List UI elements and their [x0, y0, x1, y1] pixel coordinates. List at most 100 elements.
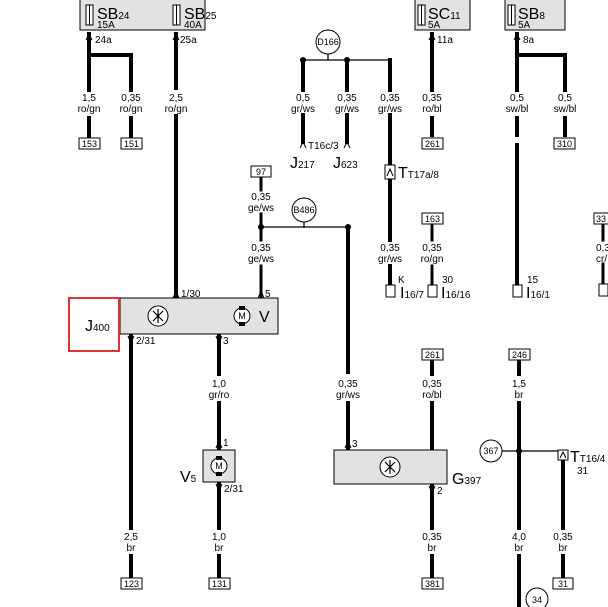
wire-label-color: ge/ws	[248, 203, 274, 214]
fuse-sb8-label: SB8	[518, 6, 545, 23]
pin-30: 30	[442, 275, 454, 286]
connector-t16-4: TT16/4	[570, 449, 606, 466]
pin-5: 5	[265, 289, 271, 300]
terminal-8a: 8a	[523, 35, 535, 46]
wire-label-size: 0,35	[596, 243, 608, 254]
component-j400: J400	[85, 318, 110, 335]
component-j623: J623	[333, 155, 358, 172]
fuse-sb8-amps: 5A	[518, 20, 531, 31]
pin-v5-1: 1	[223, 438, 229, 449]
wire-label-size: 1,0	[212, 379, 226, 390]
pin-15: 15	[527, 275, 539, 286]
ref-246: 246	[512, 350, 527, 360]
fuse-sc11-amps: 5A	[428, 20, 441, 31]
pin-1-30: 1/30	[181, 289, 201, 300]
module-v-label: V	[259, 309, 270, 326]
ref-381: 381	[425, 579, 440, 589]
circle-label-34: 34	[532, 595, 542, 605]
wire-label-size: 4,0	[512, 532, 526, 543]
wire-label-color: br	[559, 543, 569, 554]
wire-label-color: br	[428, 543, 438, 554]
wire-label-color: ge/ws	[248, 254, 274, 265]
connector-i16-16: I16/16	[441, 285, 471, 302]
terminal-24a: 24a	[95, 35, 112, 46]
ref-33: 33	[596, 214, 606, 224]
pin-3: 3	[223, 336, 229, 347]
terminal-11a: 11a	[437, 35, 453, 46]
ref-31: 31	[558, 579, 568, 589]
wire-label-size: 0,35	[121, 93, 141, 104]
sensor-icon	[384, 460, 396, 474]
wire-label-size: 0,35	[380, 243, 400, 254]
wire-label-size: 0,5	[510, 93, 524, 104]
motor-icon: M	[238, 311, 246, 321]
fuse-box-left	[79, 0, 206, 31]
wire-label-color: br	[515, 543, 525, 554]
wire-label-color: gr/ws	[378, 104, 402, 115]
connector-i16-1: I16/1	[526, 285, 550, 302]
wire-label-color: ro/gn	[78, 104, 101, 115]
pin-k: K	[398, 275, 405, 286]
terminal-25a: 25a	[180, 35, 197, 46]
pin-g397-2: 2	[437, 486, 443, 497]
pin-2-31: 2/31	[136, 336, 156, 347]
wire-label-size: 0,35	[337, 93, 357, 104]
wire-label-color: ro/gn	[120, 104, 143, 115]
component-v5: V5	[180, 469, 197, 486]
wire-label-size: 1,0	[212, 532, 226, 543]
wire-label-size: 0,35	[251, 192, 271, 203]
ref-97: 97	[256, 167, 266, 177]
v5-motor-box	[202, 449, 236, 483]
ref-153: 153	[82, 139, 97, 149]
ref-131: 131	[212, 579, 227, 589]
wire-label-size: 0,35	[422, 379, 442, 390]
wire-label-size: 2,5	[124, 532, 138, 543]
wire-label-color: ro/bl	[422, 104, 441, 115]
wire-label-size: 0,5	[558, 93, 572, 104]
fuse-sb24-amps: 15A	[97, 20, 115, 31]
wire-label-color: gr/ro	[209, 390, 230, 401]
wire-label-color: gr/ws	[378, 254, 402, 265]
fan-icon	[152, 309, 164, 323]
ref-123: 123	[124, 579, 139, 589]
wire-label-size: 0,35	[422, 532, 442, 543]
wire-label-size: 1,5	[512, 379, 526, 390]
wire-label-color: ro/bl	[422, 390, 441, 401]
wire-label-size: 1,5	[82, 93, 96, 104]
wire-label-size: 0,35	[553, 532, 573, 543]
reference-boxes: 153 151 261 310 97 163 33 261 246 123 13…	[78, 137, 608, 590]
motor-icon: M	[215, 461, 223, 471]
wire-label-color: ro/gn	[165, 104, 188, 115]
connector-i16-7: I16/7	[400, 285, 424, 302]
j400-highlight-box	[68, 297, 120, 352]
wire-label-size: 0,35	[380, 93, 400, 104]
wire-label-color: sw/bl	[506, 104, 529, 115]
module-v-box	[119, 297, 279, 335]
wire-label-color: br	[515, 390, 525, 401]
component-g397: G397	[452, 471, 482, 488]
wire-label-size: 0,35	[422, 243, 442, 254]
pin-v5-2-31: 2/31	[224, 484, 244, 495]
fuse-sb25-amps: 40A	[184, 20, 202, 31]
wire-label-color: br	[215, 543, 225, 554]
wire-label-size: 2,5	[169, 93, 183, 104]
wire-label-color: gr/ws	[291, 104, 315, 115]
wire-label-size: 0,35	[251, 243, 271, 254]
ref-151: 151	[124, 139, 139, 149]
circle-label-367: 367	[483, 446, 498, 456]
wire-label-color: sw/bl	[554, 104, 577, 115]
wire-label-size: 0,5	[296, 93, 310, 104]
wire-label-color: gr/ws	[336, 390, 360, 401]
wire-label-size: 0,35	[338, 379, 358, 390]
circle-label-d166: D166	[317, 37, 339, 47]
connector-t17a: TT17a/8	[398, 165, 439, 182]
ref-163: 163	[425, 214, 440, 224]
ref-261-lower: 261	[425, 350, 440, 360]
wire-label-color: br	[127, 543, 137, 554]
wire-label-color: ro/gn	[421, 254, 444, 265]
ref-261: 261	[425, 139, 440, 149]
fuse-sb25-label: SB25	[184, 6, 217, 23]
fuse-sc11-label: SC11	[428, 6, 461, 23]
component-j217: J217	[290, 155, 315, 172]
